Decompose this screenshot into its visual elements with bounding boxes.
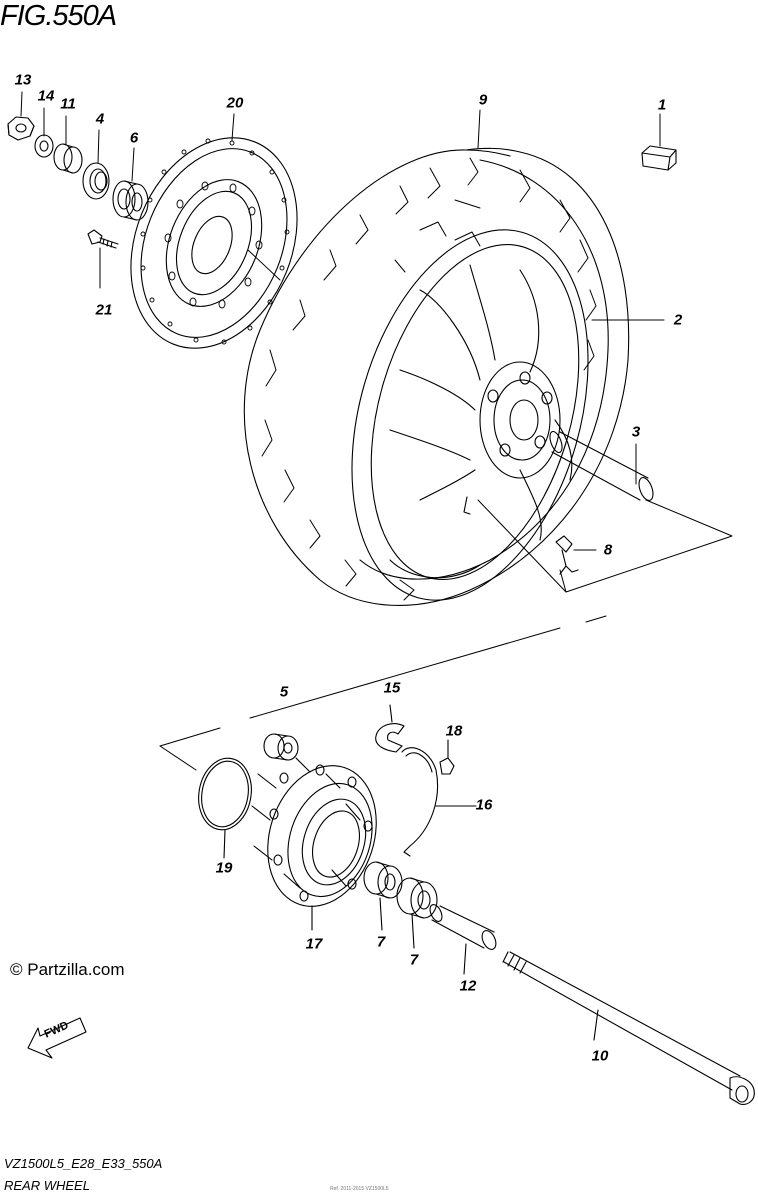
callout-16[interactable]: 16: [475, 796, 493, 814]
clip-15: [375, 704, 405, 753]
callout-13[interactable]: 13: [14, 71, 32, 89]
bolt-21: [87, 229, 119, 249]
callout-7a[interactable]: 7: [376, 933, 386, 951]
tire-9: [243, 147, 630, 606]
callout-21[interactable]: 21: [95, 301, 113, 319]
callout-15[interactable]: 15: [383, 679, 401, 697]
leader-lines: [20, 91, 733, 593]
section-name: REAR WHEEL: [4, 1178, 90, 1193]
callout-9[interactable]: 9: [478, 91, 488, 109]
callout-1[interactable]: 1: [657, 96, 667, 114]
axle-10: [502, 951, 755, 1105]
callout-5[interactable]: 5: [279, 683, 289, 701]
bearing-5: [263, 733, 299, 761]
bearing-7b: [396, 877, 438, 949]
spacer-tube-3: [549, 430, 654, 502]
nut-13: [7, 116, 35, 141]
callout-19[interactable]: 19: [215, 859, 233, 877]
sensor-ring-16: [401, 747, 477, 857]
callout-17[interactable]: 17: [305, 935, 323, 953]
callout-11[interactable]: 11: [60, 95, 76, 113]
callout-4[interactable]: 4: [95, 110, 105, 128]
callout-2[interactable]: 2: [673, 311, 683, 329]
small-note: Ref. 2011-2015 VZ1500L5: [330, 1186, 389, 1192]
section-divider: [159, 615, 607, 771]
callout-10[interactable]: 10: [591, 1047, 609, 1065]
valve-8: [555, 535, 579, 575]
callout-6[interactable]: 6: [129, 129, 139, 147]
bolt-18: [439, 739, 455, 775]
copyright: © Partzilla.com: [10, 960, 125, 979]
callout-20[interactable]: 20: [226, 94, 244, 112]
callout-12[interactable]: 12: [459, 977, 477, 995]
bearing-7a: [363, 861, 403, 931]
fwd-arrow-icon: [27, 1017, 87, 1059]
hub-17: [251, 757, 377, 931]
callout-14[interactable]: 14: [37, 87, 55, 105]
model-code: VZ1500L5_E28_E33_550A: [4, 1156, 163, 1171]
spacer-11: [53, 143, 83, 174]
callout-3[interactable]: 3: [631, 423, 641, 441]
callout-18[interactable]: 18: [445, 722, 463, 740]
figure-title: FIG.550A: [0, 0, 117, 32]
washer-14: [34, 134, 54, 158]
seal-4: [82, 162, 110, 200]
wheel-rim-2: [351, 229, 589, 601]
callout-7b[interactable]: 7: [409, 951, 419, 969]
o-ring-19: [198, 757, 252, 859]
brake-disc-20: [130, 137, 298, 349]
balance-weight-1: [641, 145, 677, 171]
callout-8[interactable]: 8: [603, 541, 613, 559]
bearing-6: [112, 180, 149, 221]
spacer-12: [429, 904, 497, 975]
